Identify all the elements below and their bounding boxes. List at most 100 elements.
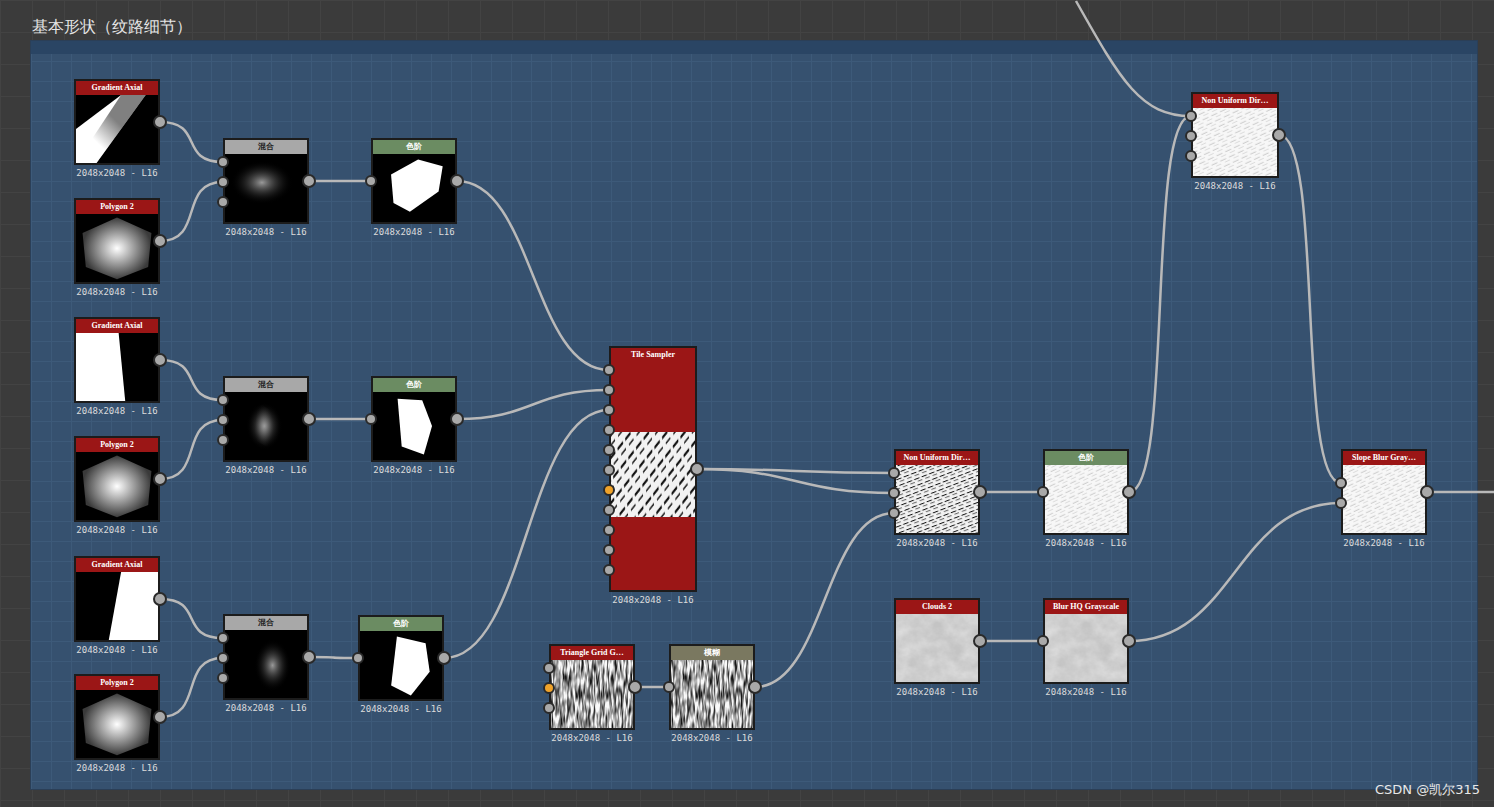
graph-node: 色阶2048x2048 - L16 [1043, 449, 1129, 535]
graph-node: Slope Blur Gray…2048x2048 - L16 [1341, 449, 1427, 535]
output-port [154, 473, 166, 485]
input-port [366, 414, 376, 424]
node-thumbnail [896, 465, 978, 533]
node-wire [1129, 116, 1191, 492]
watermark: CSDN @凯尔315 [1375, 781, 1480, 799]
input-port [604, 405, 614, 415]
input-port [889, 488, 899, 498]
node-header: Non Uniform Dir… [1193, 94, 1277, 108]
node-caption: 2048x2048 - L16 [1045, 687, 1126, 697]
node-thumbnail [76, 333, 158, 401]
node-caption: 2048x2048 - L16 [612, 595, 693, 605]
node-caption: 2048x2048 - L16 [76, 645, 157, 655]
input-port [218, 395, 228, 405]
output-port [451, 413, 463, 425]
input-port [1186, 151, 1196, 161]
node-wire [160, 599, 223, 638]
node-wire [635, 686, 669, 689]
node-header: Gradient Axial [76, 81, 158, 95]
input-port [218, 197, 228, 207]
node-header: 混合 [225, 616, 307, 630]
node-header: 模糊 [671, 646, 753, 660]
input-port [1038, 487, 1048, 497]
node-thumbnail [76, 95, 158, 163]
input-port [218, 157, 228, 167]
graph-node: Triangle Grid G…2048x2048 - L16 [549, 644, 635, 730]
node-thumbnail [896, 614, 978, 682]
node-caption: 2048x2048 - L16 [1194, 181, 1275, 191]
node-caption: 2048x2048 - L16 [76, 406, 157, 416]
output-port [154, 711, 166, 723]
input-port [218, 415, 228, 425]
node-thumbnail [1193, 108, 1277, 176]
output-port [303, 413, 315, 425]
node-wire [309, 180, 371, 183]
node-thumbnail [225, 392, 307, 460]
graph-node: 色阶2048x2048 - L16 [358, 615, 444, 701]
input-port [604, 465, 614, 475]
input-port [604, 485, 614, 495]
node-header: Slope Blur Gray… [1343, 451, 1425, 465]
node-thumbnail [76, 690, 158, 758]
node-header: 混合 [225, 140, 307, 154]
node-wire [697, 469, 894, 473]
node-caption: 2048x2048 - L16 [360, 704, 441, 714]
output-port [1421, 486, 1433, 498]
node-wire [457, 181, 609, 370]
node-wire [980, 640, 1043, 643]
input-port [604, 505, 614, 515]
node-thumbnail [373, 392, 455, 460]
output-port [749, 681, 761, 693]
input-port [544, 683, 554, 693]
node-wire [160, 122, 223, 162]
node-thumbnail [76, 572, 158, 640]
node-caption: 2048x2048 - L16 [76, 525, 157, 535]
input-port [889, 468, 899, 478]
node-header: 混合 [225, 378, 307, 392]
input-port [1038, 636, 1048, 646]
node-thumbnail [225, 630, 307, 698]
output-port [154, 593, 166, 605]
node-thumbnail [551, 660, 633, 728]
node-wire [1129, 503, 1341, 641]
input-port [218, 633, 228, 643]
node-caption: 2048x2048 - L16 [896, 538, 977, 548]
output-port [629, 681, 641, 693]
node-header: 色阶 [1045, 451, 1127, 465]
input-port [218, 673, 228, 683]
output-port [691, 463, 703, 475]
node-wire [160, 360, 223, 400]
graph-node: Non Uniform Dir…2048x2048 - L16 [1191, 92, 1279, 178]
node-thumbnail [611, 362, 695, 590]
node-wire [160, 420, 223, 479]
input-port [604, 445, 614, 455]
node-wire [160, 182, 223, 241]
node-caption: 2048x2048 - L16 [76, 287, 157, 297]
node-caption: 2048x2048 - L16 [76, 168, 157, 178]
node-thumbnail [373, 154, 455, 222]
node-caption: 2048x2048 - L16 [373, 465, 454, 475]
input-port [1186, 131, 1196, 141]
input-port [604, 565, 614, 575]
input-port [218, 435, 228, 445]
output-port [154, 235, 166, 247]
node-header: 色阶 [373, 140, 455, 154]
output-port [974, 486, 986, 498]
graph-node: Clouds 22048x2048 - L16 [894, 598, 980, 684]
graph-node: Polygon 22048x2048 - L16 [74, 674, 160, 760]
output-port [1273, 129, 1285, 141]
node-header: 色阶 [373, 378, 455, 392]
node-wire [1279, 135, 1341, 483]
graph-node: Blur HQ Grayscale2048x2048 - L16 [1043, 598, 1129, 684]
outgoing-wire [1427, 491, 1494, 494]
output-port [438, 652, 450, 664]
node-header: Triangle Grid G… [551, 646, 633, 660]
node-thumbnail [1343, 465, 1425, 533]
graph-node: 混合2048x2048 - L16 [223, 138, 309, 224]
graph-node: 混合2048x2048 - L16 [223, 614, 309, 700]
node-thumbnail [225, 154, 307, 222]
node-wire [309, 418, 371, 421]
input-port [544, 663, 554, 673]
node-caption: 2048x2048 - L16 [225, 703, 306, 713]
frame-title: 基本形状（纹路细节） [32, 17, 192, 38]
